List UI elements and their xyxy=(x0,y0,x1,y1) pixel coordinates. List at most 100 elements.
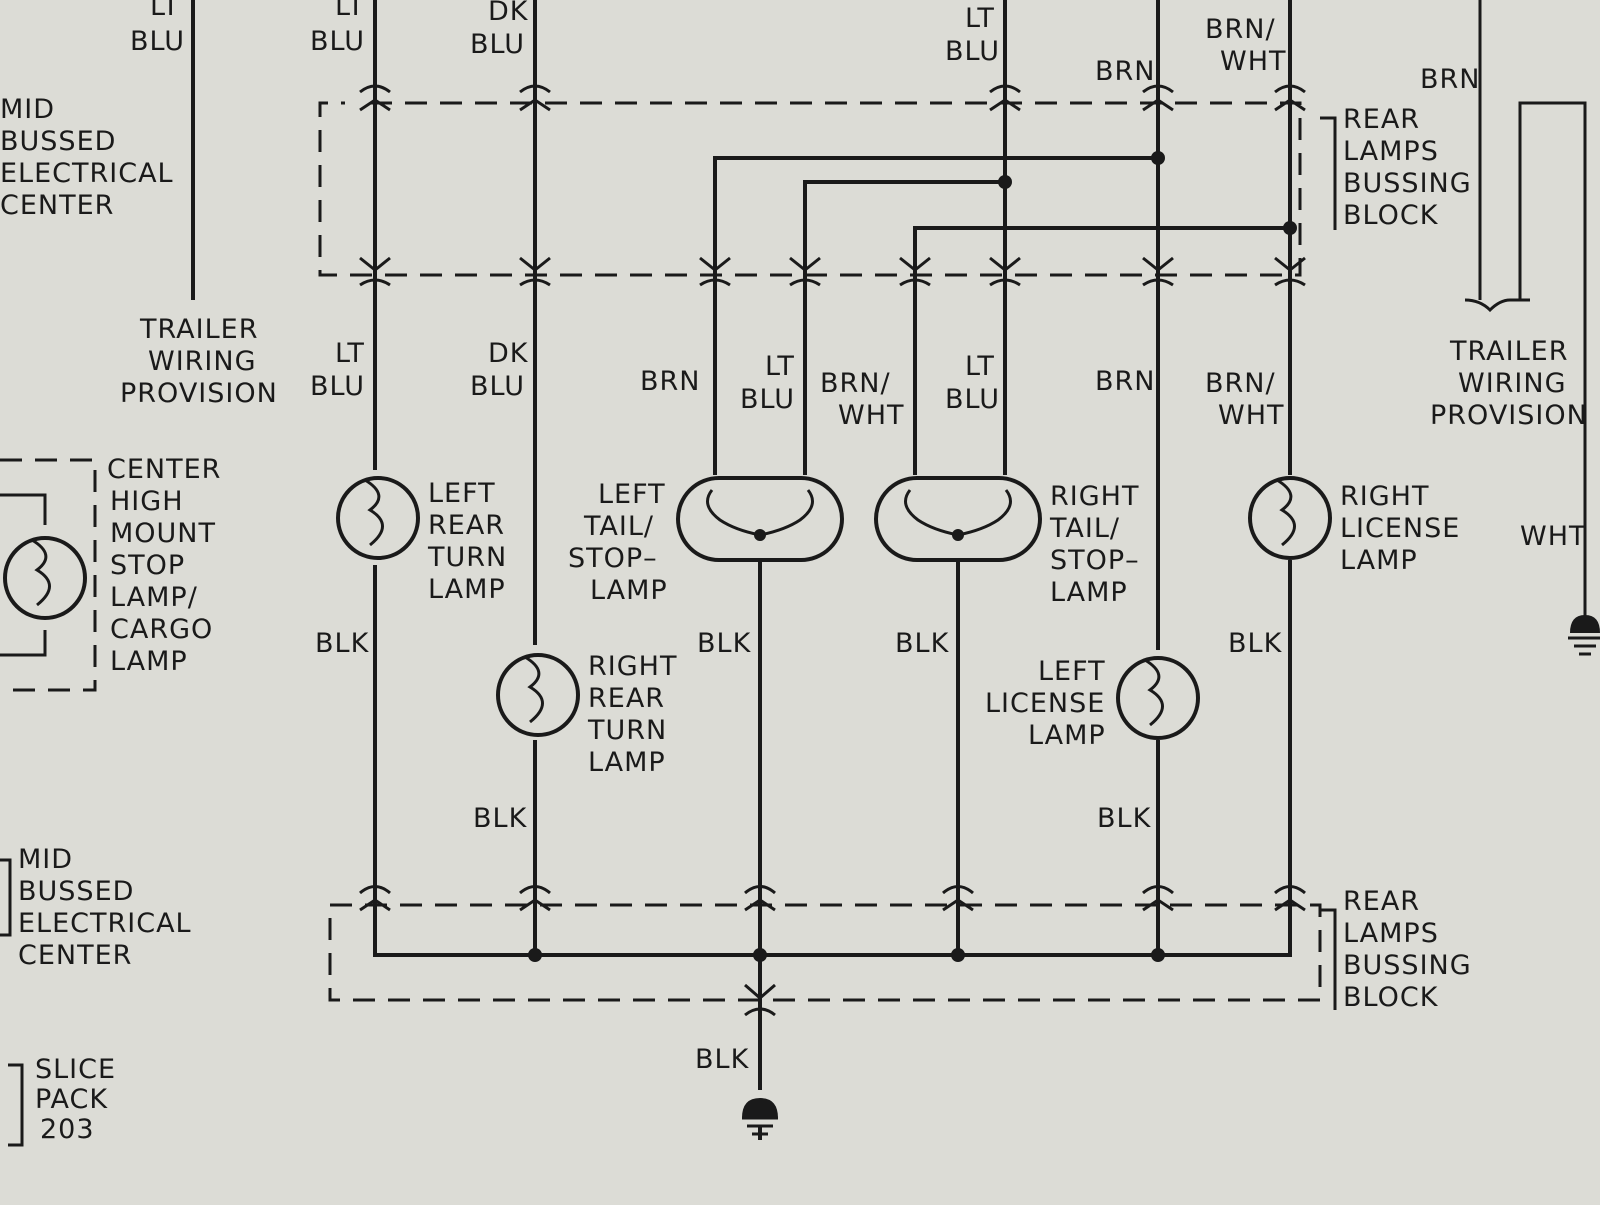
rear-lamps-block-label-top: REAR LAMPS BUSSING BLOCK xyxy=(1343,104,1472,231)
left-rear-turn-lamp-label: LEFT REAR TURN LAMP xyxy=(427,478,507,605)
right-tail-stop-lamp-symbol xyxy=(874,476,1042,562)
svg-text:BRN: BRN xyxy=(1095,56,1155,87)
svg-text:LAMPS: LAMPS xyxy=(1343,918,1439,949)
svg-text:BRN/: BRN/ xyxy=(1205,14,1276,45)
svg-text:PROVISION: PROVISION xyxy=(1430,400,1588,431)
svg-text:STOP–: STOP– xyxy=(568,543,658,574)
svg-text:RIGHT: RIGHT xyxy=(1050,481,1139,512)
svg-text:CENTER: CENTER xyxy=(107,454,221,485)
slice-pack-label: SLICE PACK 203 xyxy=(35,1054,116,1145)
svg-text:BUSSED: BUSSED xyxy=(0,126,116,157)
center-high-mount-label: CENTER HIGH MOUNT STOP LAMP/ CARGO LAMP xyxy=(107,454,221,677)
junction-dots xyxy=(528,151,1297,962)
svg-text:LT: LT xyxy=(335,338,365,369)
svg-text:LICENSE: LICENSE xyxy=(1340,513,1460,544)
svg-text:PROVISION: PROVISION xyxy=(120,378,278,409)
left-license-lamp-symbol xyxy=(1116,656,1200,740)
svg-text:WIRING: WIRING xyxy=(1458,368,1567,399)
svg-text:BRN/: BRN/ xyxy=(820,368,891,399)
svg-text:STOP–: STOP– xyxy=(1050,545,1140,576)
svg-text:BLK: BLK xyxy=(895,628,950,659)
svg-text:LICENSE: LICENSE xyxy=(985,688,1105,719)
trailer-wiring-label-left: TRAILER WIRING PROVISION xyxy=(120,314,278,409)
svg-text:LEFT: LEFT xyxy=(1038,656,1106,687)
svg-text:BLK: BLK xyxy=(1228,628,1283,659)
svg-text:WHT: WHT xyxy=(838,400,905,431)
svg-text:LT: LT xyxy=(965,351,995,382)
svg-text:ELECTRICAL: ELECTRICAL xyxy=(0,158,174,189)
slice-pack-bracket xyxy=(8,1063,24,1147)
svg-text:BLK: BLK xyxy=(1097,803,1152,834)
right-tail-stop-lamp-label: RIGHT TAIL/ STOP– LAMP xyxy=(1049,481,1140,608)
svg-text:TRAILER: TRAILER xyxy=(1449,336,1568,367)
left-license-lamp-label: LEFT LICENSE LAMP xyxy=(985,656,1106,751)
svg-text:BLU: BLU xyxy=(470,371,525,402)
ground-icon xyxy=(742,1098,778,1140)
svg-text:LAMP: LAMP xyxy=(110,646,188,677)
svg-text:BLOCK: BLOCK xyxy=(1343,982,1439,1013)
svg-text:LT: LT xyxy=(765,351,795,382)
svg-text:LAMP: LAMP xyxy=(428,574,506,605)
svg-text:TURN: TURN xyxy=(587,715,667,746)
svg-text:ELECTRICAL: ELECTRICAL xyxy=(18,908,192,939)
svg-text:BLK: BLK xyxy=(473,803,528,834)
svg-text:BRN: BRN xyxy=(1095,366,1155,397)
svg-text:WHT: WHT xyxy=(1220,46,1287,77)
svg-text:RIGHT: RIGHT xyxy=(1340,481,1429,512)
svg-text:BLK: BLK xyxy=(695,1044,750,1075)
svg-text:DK: DK xyxy=(488,338,529,369)
svg-text:WHT: WHT xyxy=(1520,521,1587,552)
rear-block-bracket xyxy=(1320,116,1337,230)
mid-bussed-center-label-top: MID BUSSED ELECTRICAL CENTER xyxy=(0,94,174,221)
right-license-lamp-label: RIGHT LICENSE LAMP xyxy=(1340,481,1460,576)
svg-text:BRN: BRN xyxy=(640,366,700,397)
svg-text:BRN/: BRN/ xyxy=(1205,368,1276,399)
svg-text:BUSSED: BUSSED xyxy=(18,876,134,907)
svg-text:CENTER: CENTER xyxy=(0,190,114,221)
svg-text:203: 203 xyxy=(40,1114,95,1145)
svg-text:LEFT: LEFT xyxy=(428,478,496,509)
svg-text:BLK: BLK xyxy=(315,628,370,659)
top-bussing-block-outline xyxy=(318,101,1302,277)
svg-text:BLU: BLU xyxy=(310,371,365,402)
svg-text:REAR: REAR xyxy=(588,683,665,714)
svg-text:LAMP: LAMP xyxy=(588,747,666,778)
svg-text:CARGO: CARGO xyxy=(110,614,213,645)
svg-text:LEFT: LEFT xyxy=(598,479,666,510)
svg-text:MID: MID xyxy=(18,844,73,875)
bottom-bussing-block-outline xyxy=(328,903,1322,1002)
center-high-mount-lamp-symbol xyxy=(3,536,87,620)
component-labels: MID BUSSED ELECTRICAL CENTER TRAILER WIR… xyxy=(0,94,1588,1145)
svg-text:LAMP: LAMP xyxy=(1028,720,1106,751)
svg-text:LAMP/: LAMP/ xyxy=(110,582,198,613)
svg-text:BLU: BLU xyxy=(470,29,525,60)
svg-text:BLU: BLU xyxy=(310,26,365,57)
svg-text:LAMP: LAMP xyxy=(590,575,668,606)
svg-text:BLOCK: BLOCK xyxy=(1343,200,1439,231)
svg-text:HIGH: HIGH xyxy=(110,486,184,517)
left-rear-turn-lamp-symbol xyxy=(336,476,420,560)
svg-text:LAMP: LAMP xyxy=(1340,545,1418,576)
svg-text:MOUNT: MOUNT xyxy=(110,518,216,549)
svg-text:DK: DK xyxy=(488,0,529,27)
svg-text:TRAILER: TRAILER xyxy=(139,314,258,345)
svg-text:TURN: TURN xyxy=(427,542,507,573)
svg-text:BLU: BLU xyxy=(945,384,1000,415)
svg-text:TAIL/: TAIL/ xyxy=(1049,513,1120,544)
svg-text:REAR: REAR xyxy=(1343,886,1420,917)
wire-labels: LT BLU LT BLU DK BLU LT BLU BRN BRN/ WHT… xyxy=(130,0,1587,1075)
svg-text:RIGHT: RIGHT xyxy=(588,651,677,682)
connector-terminals xyxy=(359,84,1306,1017)
left-tail-stop-lamp-label: LEFT TAIL/ STOP– LAMP xyxy=(568,479,668,606)
svg-text:BLU: BLU xyxy=(130,26,185,57)
svg-text:SLICE: SLICE xyxy=(35,1054,116,1085)
rear-block-bracket-bottom xyxy=(1320,908,1337,1010)
svg-text:WIRING: WIRING xyxy=(148,346,257,377)
mid-bussed-center-label-bottom: MID BUSSED ELECTRICAL CENTER xyxy=(18,844,192,971)
svg-text:BUSSING: BUSSING xyxy=(1343,168,1472,199)
svg-text:BLU: BLU xyxy=(740,384,795,415)
svg-text:LT: LT xyxy=(150,0,180,22)
mid-bussed-bracket xyxy=(0,858,12,937)
center-high-mount-bracket xyxy=(0,458,97,692)
